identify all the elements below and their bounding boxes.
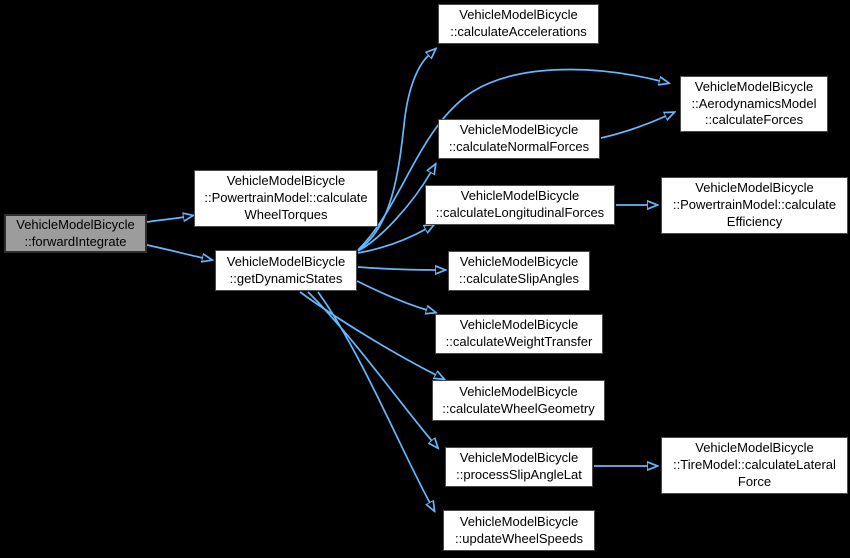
node-label-line: VehicleModelBicycle	[459, 513, 579, 529]
edge-forwardIntegrate-getDynamicStates	[146, 244, 203, 258]
node-label-line: ::calculateSlipAngles	[459, 271, 579, 286]
node-label-line: ::PowertrainModel::calculate	[204, 190, 368, 206]
node-label-line: VehicleModelBicycle	[460, 188, 580, 204]
node-label-line: VehicleModelBicycle	[226, 173, 346, 189]
node-label-line: VehicleModelBicycle	[459, 450, 579, 466]
node-label-line: VehicleModelBicycle	[695, 440, 814, 456]
node-calculateWheelTorques[interactable]: VehicleModelBicycle ::PowertrainModel::c…	[194, 170, 378, 227]
edge-getDynamicStates-calculateSlipAngles	[357, 267, 436, 270]
node-label-line: ::calculateNormalForces	[448, 139, 590, 154]
node-aerodynamics-calculateForces[interactable]: VehicleModelBicycle ::AerodynamicsModel …	[680, 76, 828, 132]
edge-getDynamicStates-updateWheelSpeeds	[317, 291, 430, 503]
edge-getDynamicStates-calculateWheelGeometry	[299, 291, 436, 375]
edge-getDynamicStates-processSlipAngleLat	[307, 291, 432, 441]
node-calculateSlipAngles[interactable]: VehicleModelBicycle ::calculateSlipAngle…	[448, 251, 590, 291]
node-tireModel-calculateLateralForce[interactable]: VehicleModelBicycle ::TireModel::calcula…	[661, 437, 848, 494]
node-label-line: ::updateWheelSpeeds	[455, 530, 583, 546]
node-calculateLongitudinalForces[interactable]: VehicleModelBicycle ::calculateLongitudi…	[425, 185, 615, 225]
node-calculateWheelGeometry[interactable]: VehicleModelBicycle ::calculateWheelGeom…	[432, 380, 605, 421]
node-label-line: ::AerodynamicsModel	[691, 95, 817, 111]
node-label-line: VehicleModelBicycle	[694, 78, 814, 94]
node-label-line: ::getDynamicStates	[229, 270, 343, 286]
node-label-line: Force	[737, 473, 772, 489]
node-label-line: WheelTorques	[244, 206, 328, 222]
node-calculateAccelerations[interactable]: VehicleModelBicycle ::calculateAccelerat…	[438, 4, 599, 44]
node-calculateNormalForces[interactable]: VehicleModelBicycle ::calculateNormalFor…	[438, 119, 600, 159]
node-label-line: ::calculateLongitudinalForces	[435, 205, 605, 220]
node-label-line: ::processSlipAngleLat	[456, 467, 582, 482]
node-label-line: VehicleModelBicycle	[459, 254, 579, 270]
node-label-line: ::calculateForces	[704, 112, 804, 128]
node-label-line: ::forwardIntegrate	[24, 233, 127, 249]
node-powertrain-calculateEfficiency[interactable]: VehicleModelBicycle ::PowertrainModel::c…	[661, 177, 848, 234]
node-label-line: ::PowertrainModel::calculate	[672, 197, 837, 213]
node-label-line: VehicleModelBicycle	[459, 383, 578, 399]
node-label-line: ::TireModel::calculateLateral	[673, 457, 836, 473]
node-label-line: VehicleModelBicycle	[16, 216, 135, 232]
node-label-line: Efficiency	[726, 213, 783, 229]
edge-getDynamicStates-calculateAccelerations	[357, 55, 429, 251]
node-getDynamicStates[interactable]: VehicleModelBicycle ::getDynamicStates	[215, 250, 357, 291]
edge-getDynamicStates-aerodynamicsCalculateForces	[357, 68, 660, 251]
edge-getDynamicStates-calculateNormalForces	[357, 172, 431, 252]
node-calculateWeightTransfer[interactable]: VehicleModelBicycle ::calculateWeightTra…	[435, 314, 603, 354]
node-label-line: ::calculateWheelGeometry	[442, 400, 595, 416]
node-forwardIntegrate: VehicleModelBicycle ::forwardIntegrate	[4, 214, 147, 253]
node-label-line: ::calculateAccelerations	[450, 24, 587, 39]
edge-getDynamicStates-calculateWeightTransfer	[356, 280, 427, 310]
node-label-line: VehicleModelBicycle	[695, 180, 814, 196]
node-processSlipAngleLat[interactable]: VehicleModelBicycle ::processSlipAngleLa…	[445, 447, 593, 487]
node-label-line: ::calculateWeightTransfer	[445, 334, 593, 349]
node-label-line: VehicleModelBicycle	[226, 253, 346, 269]
node-updateWheelSpeeds[interactable]: VehicleModelBicycle ::updateWheelSpeeds	[443, 510, 595, 551]
edge-getDynamicStates-calculateLongitudinalForces	[357, 229, 426, 254]
edge-calculateNormalForces-aerodynamicsCalculateForces	[600, 116, 666, 139]
edge-forwardIntegrate-calculateWheelTorques	[146, 217, 184, 223]
node-label-line: VehicleModelBicycle	[459, 122, 579, 138]
node-label-line: VehicleModelBicycle	[459, 317, 579, 333]
node-label-line: VehicleModelBicycle	[459, 7, 578, 23]
